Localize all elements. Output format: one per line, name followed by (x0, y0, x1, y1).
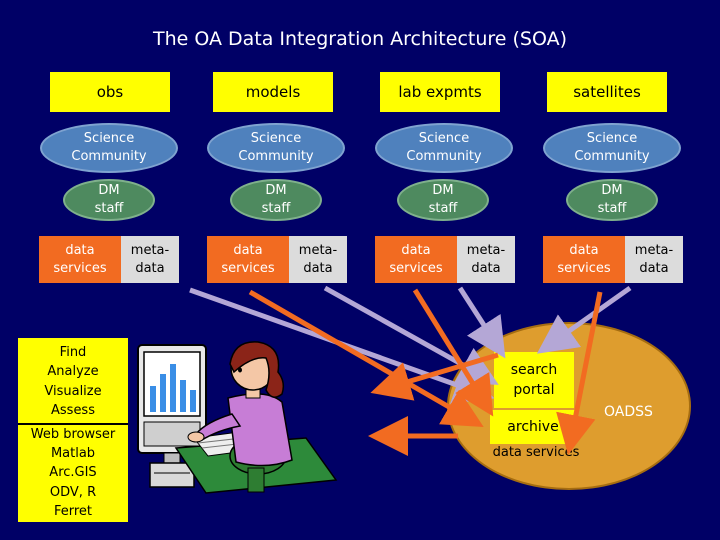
metadata-arrow (536, 285, 632, 354)
bar-chart-monitor-icon (150, 364, 196, 412)
tool-app: Web browser (30, 426, 116, 442)
person-at-computer-icon (137, 341, 338, 494)
tool-action: Find (59, 345, 87, 360)
dm-staff-satellites: DM staff (566, 179, 658, 221)
data-services-satellites: data services (543, 236, 625, 283)
data-services-lab-expmts: data services (375, 236, 457, 283)
tool-app: Arc.GIS (49, 465, 97, 481)
portal-arrow (370, 352, 499, 401)
search-portal-box: search portal (494, 352, 574, 408)
science-community-models: Science Community (207, 123, 345, 173)
tool-action: Assess (51, 403, 95, 419)
diagram-title: The OA Data Integration Architecture (SO… (152, 28, 568, 50)
tool-app: ODV, R (49, 484, 97, 500)
tool-app: Matlab (50, 446, 96, 462)
science-community-obs: Science Community (40, 123, 178, 173)
dm-staff-lab-expmts: DM staff (397, 179, 489, 221)
science-community-lab-expmts: Science Community (375, 123, 513, 173)
dm-staff-models: DM staff (230, 179, 322, 221)
data-services-arrow (412, 288, 494, 417)
metadata-arrow (457, 286, 506, 359)
source-box-satellites: satellites (547, 72, 667, 112)
oadss-label: OADSS (604, 404, 653, 420)
science-community-satellites: Science Community (543, 123, 681, 173)
data-services-models: data services (207, 236, 289, 283)
tool-app: Ferret (53, 504, 93, 520)
metadata-satellites: meta-data (625, 236, 683, 283)
source-box-models: models (213, 72, 333, 112)
metadata-obs: meta-data (121, 236, 179, 283)
tools-panel: Find Analyze Visualize Assess Web browse… (18, 338, 128, 522)
dm-staff-obs: DM staff (63, 179, 155, 221)
data-services-arrow (556, 291, 603, 455)
tools-divider (18, 422, 128, 425)
tool-action: Visualize (44, 383, 102, 399)
data-services-obs: data services (39, 236, 121, 283)
source-box-lab-expmts: lab expmts (380, 72, 500, 112)
metadata-models: meta-data (289, 236, 347, 283)
data-services-arrow (248, 289, 484, 428)
metadata-lab-expmts: meta-data (457, 236, 515, 283)
source-box-obs: obs (50, 72, 170, 112)
tool-action: Analyze (47, 364, 99, 380)
